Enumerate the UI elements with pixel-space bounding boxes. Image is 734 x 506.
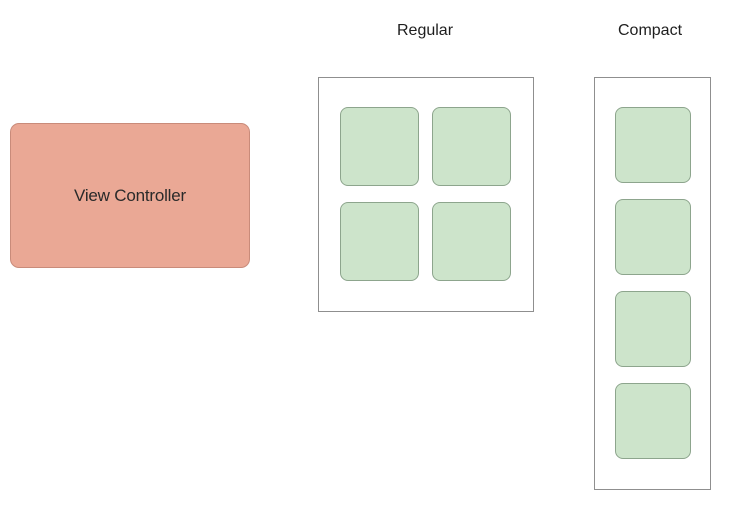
regular-heading: Regular <box>396 22 454 39</box>
compact-tile <box>615 383 691 459</box>
regular-tile <box>340 107 419 186</box>
compact-heading: Compact <box>617 22 683 39</box>
view-controller-box: View Controller <box>10 123 250 268</box>
compact-tile <box>615 291 691 367</box>
view-controller-label: View Controller <box>74 185 186 205</box>
regular-layout-frame <box>318 77 534 312</box>
regular-tile <box>432 107 511 186</box>
regular-tile <box>340 202 419 281</box>
compact-layout-frame <box>594 77 711 490</box>
compact-tile <box>615 199 691 275</box>
regular-tile <box>432 202 511 281</box>
compact-tile <box>615 107 691 183</box>
